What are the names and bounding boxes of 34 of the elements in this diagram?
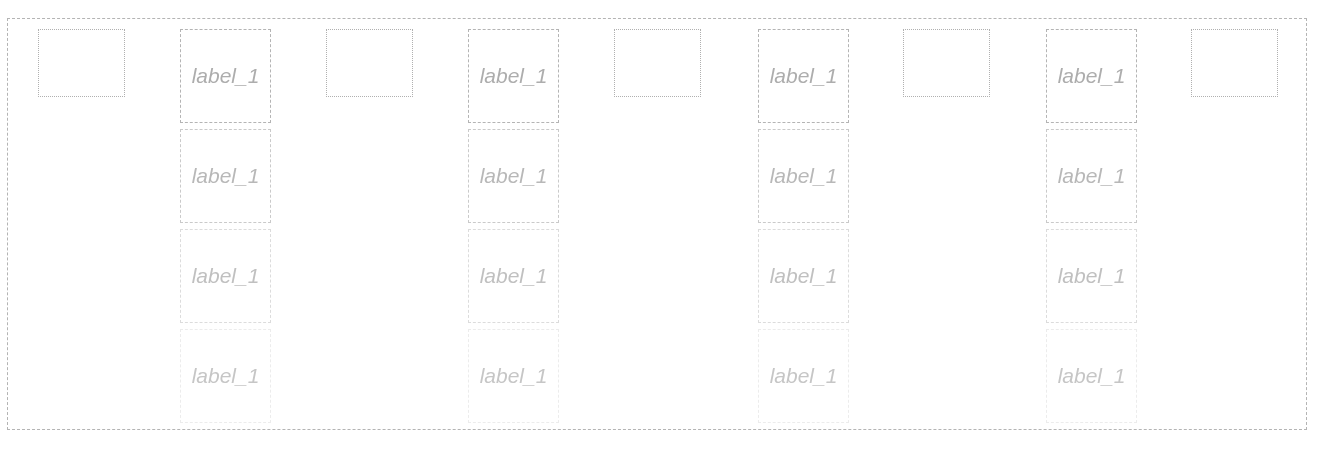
label-box bbox=[1046, 129, 1137, 223]
box-label: label_1 bbox=[190, 264, 261, 288]
label-box bbox=[758, 29, 849, 123]
label-box bbox=[180, 129, 271, 223]
label-box bbox=[180, 229, 271, 323]
box-label: label_1 bbox=[478, 364, 549, 388]
empty-box bbox=[903, 29, 990, 97]
box-label: label_1 bbox=[768, 364, 839, 388]
box-label: label_1 bbox=[478, 264, 549, 288]
label-box bbox=[468, 29, 559, 123]
box-label: label_1 bbox=[190, 364, 261, 388]
label-box bbox=[180, 29, 271, 123]
box-label: label_1 bbox=[478, 164, 549, 188]
empty-box bbox=[614, 29, 701, 97]
frame-box bbox=[7, 18, 1307, 430]
box-label: label_1 bbox=[768, 164, 839, 188]
label-box bbox=[468, 129, 559, 223]
empty-box bbox=[38, 29, 125, 97]
label-box bbox=[1046, 29, 1137, 123]
box-label: label_1 bbox=[768, 64, 839, 88]
label-box bbox=[758, 229, 849, 323]
box-label: label_1 bbox=[1056, 64, 1127, 88]
box-label: label_1 bbox=[768, 264, 839, 288]
box-label: label_1 bbox=[1056, 164, 1127, 188]
empty-box bbox=[1191, 29, 1278, 97]
box-label: label_1 bbox=[1056, 264, 1127, 288]
box-label: label_1 bbox=[190, 64, 261, 88]
box-label: label_1 bbox=[478, 64, 549, 88]
label-box bbox=[758, 129, 849, 223]
box-label: label_1 bbox=[190, 164, 261, 188]
label-box bbox=[468, 229, 559, 323]
box-label: label_1 bbox=[1056, 364, 1127, 388]
label-box bbox=[1046, 229, 1137, 323]
empty-box bbox=[326, 29, 413, 97]
